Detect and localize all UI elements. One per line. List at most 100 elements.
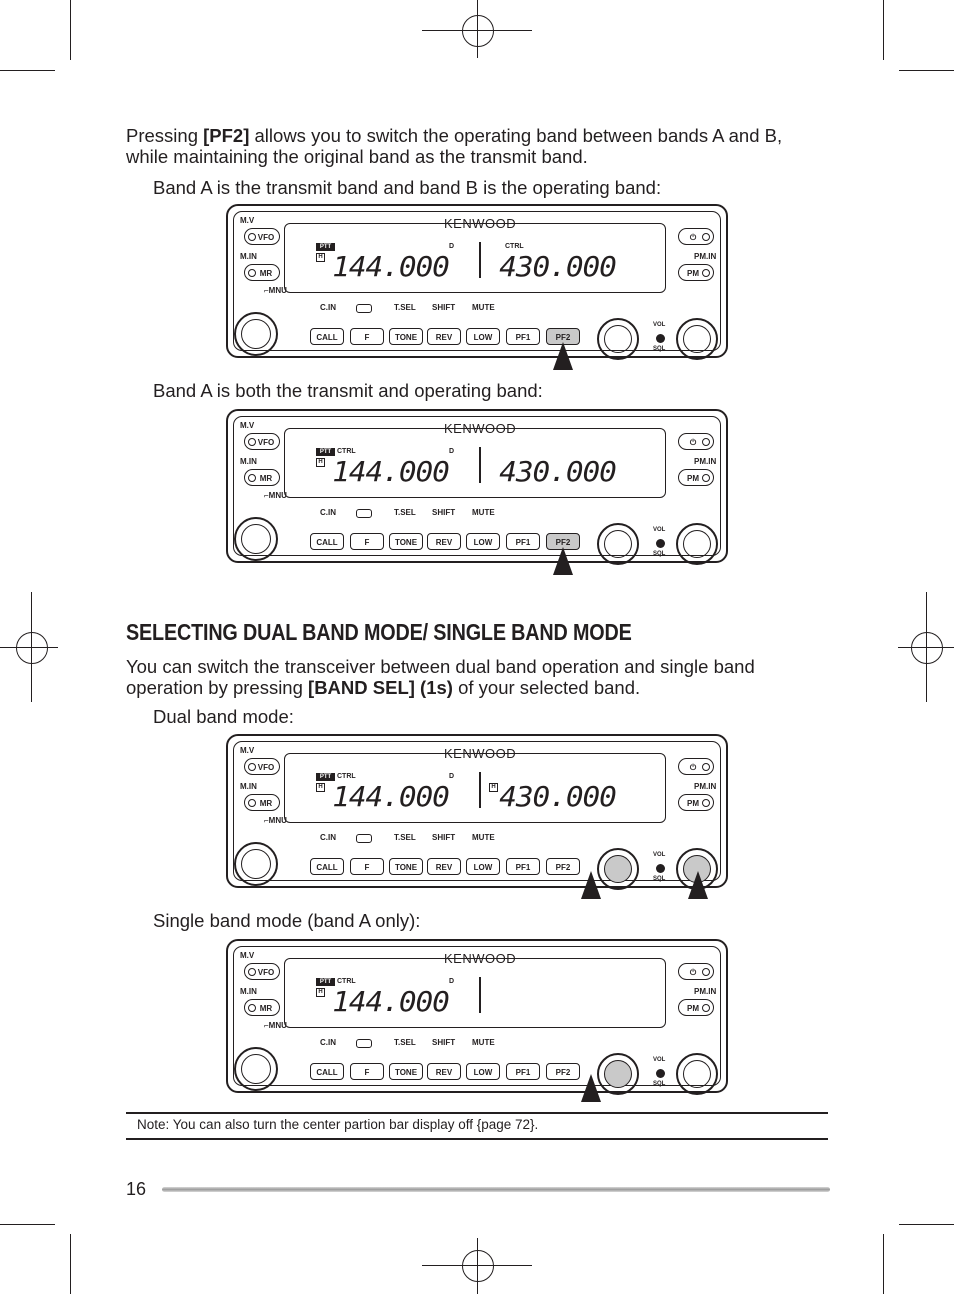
ctrl-indicator: CTRL xyxy=(337,448,356,455)
band-a-knob[interactable] xyxy=(597,523,639,565)
tsel-label: T.SEL xyxy=(394,508,416,517)
vfo-button[interactable]: VFO xyxy=(244,963,280,980)
band-a-knob[interactable] xyxy=(597,1053,639,1095)
mnu-label: ⌐MNU xyxy=(264,816,287,825)
mr-button[interactable]: MR xyxy=(244,469,280,486)
key-tone[interactable]: TONE xyxy=(389,1063,423,1080)
pm-button[interactable]: PM xyxy=(678,999,714,1016)
tuning-knob[interactable] xyxy=(234,1047,278,1091)
footer-rule xyxy=(162,1187,830,1192)
key-call[interactable]: CALL xyxy=(310,533,344,550)
cin-label: C.IN xyxy=(320,508,336,517)
key-f[interactable]: F xyxy=(350,858,384,875)
mute-label: MUTE xyxy=(472,1038,495,1047)
lcd-display: PTT H CTRL D 144.000 430.000 xyxy=(284,958,666,1028)
vol-label: VOL xyxy=(653,527,666,533)
vfo-button[interactable]: VFO xyxy=(244,433,280,450)
power-button[interactable]: ⏻ xyxy=(678,228,714,245)
key-tone[interactable]: TONE xyxy=(389,858,423,875)
section-paragraph: You can switch the transceiver between d… xyxy=(126,656,826,698)
ptt-indicator: PTT xyxy=(316,243,335,251)
mnu-label: ⌐MNU xyxy=(264,286,287,295)
lcd-display: PTT H CTRL D 144.000 430.000 xyxy=(284,428,666,498)
pf2-key-ref: [PF2] xyxy=(203,125,250,146)
key-pf1[interactable]: PF1 xyxy=(506,1063,540,1080)
key-pf1[interactable]: PF1 xyxy=(506,858,540,875)
d-indicator: D xyxy=(449,243,455,250)
lcd-display: PTT H CTRL D 144.000 430.000 CTRL xyxy=(284,223,666,293)
key-lock-icon xyxy=(356,834,372,843)
h-indicator-a: H xyxy=(316,988,325,997)
section-heading: SELECTING DUAL BAND MODE/ SINGLE BAND MO… xyxy=(126,619,632,645)
power-button[interactable]: ⏻ xyxy=(678,758,714,775)
tuning-knob[interactable] xyxy=(234,312,278,356)
radio-panel-3: KENWOOD M.V VFO M.IN MR ⌐MNU ⏻ PM.IN PM … xyxy=(226,734,728,890)
key-low[interactable]: LOW xyxy=(466,858,500,875)
pm-button[interactable]: PM xyxy=(678,469,714,486)
band-b-knob[interactable] xyxy=(676,523,718,565)
pointer-arrow-1-1 xyxy=(553,342,573,370)
radio-panel-1: KENWOOD M.V VFO M.IN MR ⌐MNU ⏻ PM.IN PM … xyxy=(226,204,728,360)
key-f[interactable]: F xyxy=(350,328,384,345)
vfo-button[interactable]: VFO xyxy=(244,758,280,775)
vol-sql-dot xyxy=(656,334,665,343)
mnu-label: ⌐MNU xyxy=(264,491,287,500)
ctrl-indicator-b: CTRL xyxy=(505,243,524,250)
min-label: M.IN xyxy=(240,987,257,996)
tuning-knob[interactable] xyxy=(234,842,278,886)
key-tone[interactable]: TONE xyxy=(389,533,423,550)
vol-label: VOL xyxy=(653,1057,666,1063)
band-a-knob[interactable] xyxy=(597,848,639,890)
mr-button[interactable]: MR xyxy=(244,264,280,281)
key-pf2[interactable]: PF2 xyxy=(546,858,580,875)
key-call[interactable]: CALL xyxy=(310,1063,344,1080)
key-low[interactable]: LOW xyxy=(466,328,500,345)
min-label: M.IN xyxy=(240,457,257,466)
frequency-b: 430.000 xyxy=(499,780,617,813)
key-call[interactable]: CALL xyxy=(310,858,344,875)
partition-bar xyxy=(479,977,481,1013)
h-indicator-a: H xyxy=(316,458,325,467)
mr-button[interactable]: MR xyxy=(244,999,280,1016)
band-a-knob[interactable] xyxy=(597,318,639,360)
tsel-label: T.SEL xyxy=(394,1038,416,1047)
band-b-knob[interactable] xyxy=(676,1053,718,1095)
key-rev[interactable]: REV xyxy=(427,533,461,550)
shift-label: SHIFT xyxy=(432,508,456,517)
power-button[interactable]: ⏻ xyxy=(678,433,714,450)
h-indicator-a: H xyxy=(316,783,325,792)
ptt-indicator: PTT xyxy=(316,978,335,986)
key-pf2[interactable]: PF2 xyxy=(546,1063,580,1080)
radio-face xyxy=(233,211,721,351)
key-f[interactable]: F xyxy=(350,1063,384,1080)
key-call[interactable]: CALL xyxy=(310,328,344,345)
band-b-knob[interactable] xyxy=(676,318,718,360)
pm-button[interactable]: PM xyxy=(678,264,714,281)
key-lock-icon xyxy=(356,304,372,313)
key-rev[interactable]: REV xyxy=(427,328,461,345)
pm-button[interactable]: PM xyxy=(678,794,714,811)
pmin-label: PM.IN xyxy=(694,987,717,996)
key-pf1[interactable]: PF1 xyxy=(506,328,540,345)
key-f[interactable]: F xyxy=(350,533,384,550)
key-pf1[interactable]: PF1 xyxy=(506,533,540,550)
pointer-arrow-3-1 xyxy=(581,871,601,899)
caption-2: Band A is both the transmit and operatin… xyxy=(153,380,543,401)
key-low[interactable]: LOW xyxy=(466,533,500,550)
lcd-display: PTT H CTRL D 144.000 430.000 H xyxy=(284,753,666,823)
key-tone[interactable]: TONE xyxy=(389,328,423,345)
d-indicator: D xyxy=(449,448,455,455)
shift-label: SHIFT xyxy=(432,1038,456,1047)
section-body-post: of your selected band. xyxy=(452,677,641,698)
mr-button[interactable]: MR xyxy=(244,794,280,811)
key-rev[interactable]: REV xyxy=(427,858,461,875)
vfo-button[interactable]: VFO xyxy=(244,228,280,245)
tuning-knob[interactable] xyxy=(234,517,278,561)
cin-label: C.IN xyxy=(320,833,336,842)
key-low[interactable]: LOW xyxy=(466,1063,500,1080)
intro-post: allows you to switch the operating band … xyxy=(126,125,783,167)
power-button[interactable]: ⏻ xyxy=(678,963,714,980)
mv-label: M.V xyxy=(240,951,255,960)
key-rev[interactable]: REV xyxy=(427,1063,461,1080)
pmin-label: PM.IN xyxy=(694,782,717,791)
